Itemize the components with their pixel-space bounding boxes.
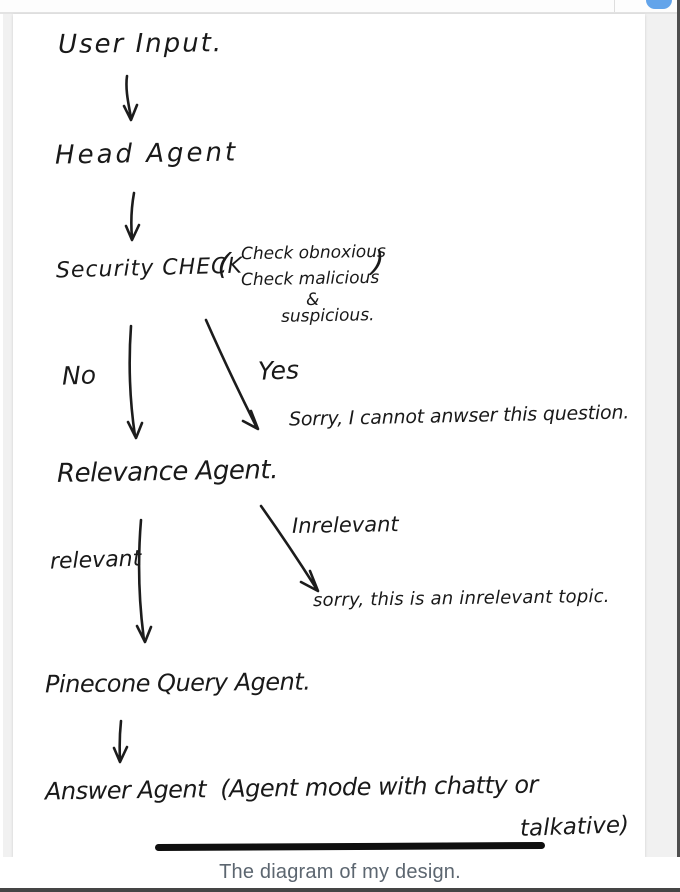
bottom-border (0, 888, 680, 892)
left-margin (0, 14, 3, 857)
right-window-edge[interactable] (677, 0, 680, 892)
node-pinecone-query-agent: Pinecone Query Agent. (44, 667, 311, 699)
node-security-check: Security CHECK (55, 253, 244, 284)
caption-bar: The diagram of my design. (0, 857, 680, 888)
node-answer-agent-line2: talkative) (519, 812, 630, 842)
blue-scroll-indicator-icon[interactable] (646, 0, 672, 9)
top-bar (0, 0, 680, 14)
security-note-line2: Check malicious (240, 267, 380, 291)
node-user-input: User Input. (57, 28, 224, 60)
branch-label-yes: Yes (257, 355, 300, 386)
branch-label-irrelevant: Inrelevant (291, 512, 399, 538)
diagram-page (13, 14, 645, 857)
security-note-line1: Check obnoxious (240, 241, 387, 265)
security-note-line4: suspicious. (280, 305, 375, 327)
node-relevance-agent: Relevance Agent. (56, 455, 279, 489)
node-head-agent: Head Agent (54, 137, 239, 171)
top-bar-divider (614, 0, 615, 12)
branch-label-relevant: relevant (49, 546, 142, 575)
response-irrelevant-reject: sorry, this is an inrelevant topic. (312, 585, 610, 612)
branch-label-no: No (61, 360, 97, 391)
caption-text: The diagram of my design. (219, 861, 461, 883)
